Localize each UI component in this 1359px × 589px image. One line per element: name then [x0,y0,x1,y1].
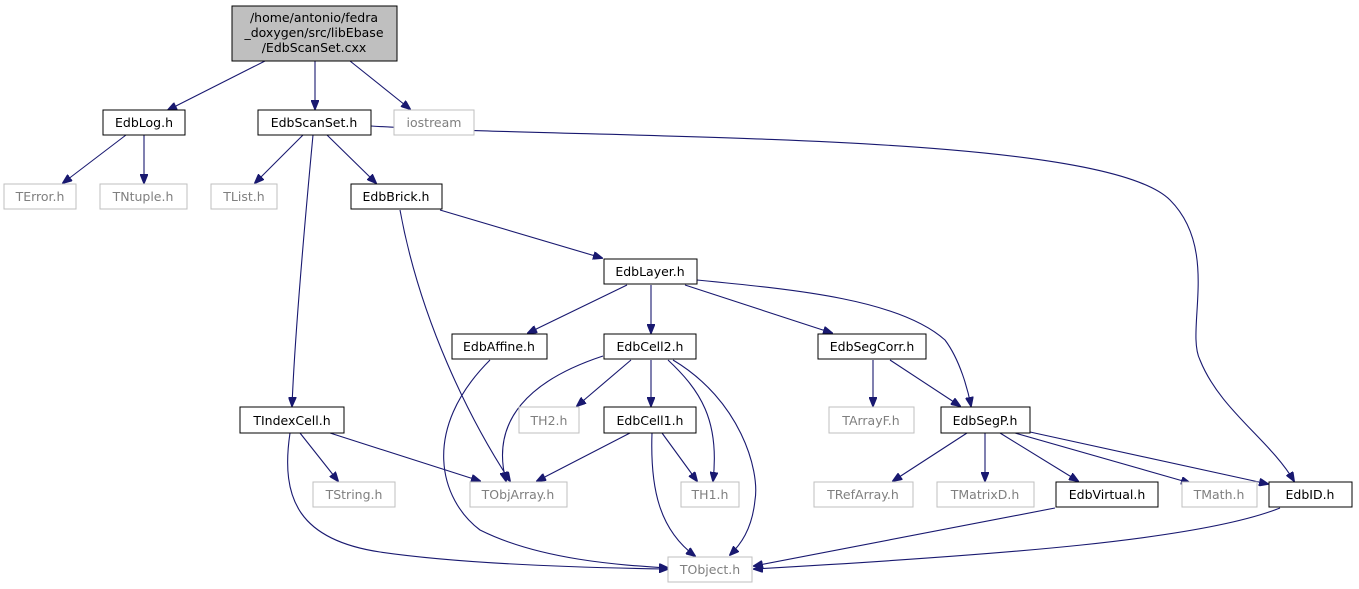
edge-edbaffine-tobject [443,359,668,568]
node-tobjarray[interactable]: TObjArray.h [469,481,568,508]
edge-edbbrick-tobjarray [399,209,510,481]
node-label-th2: TH2.h [530,413,568,428]
edge-scanset-edbbrick [326,134,376,183]
node-edblog[interactable]: EdbLog.h [102,109,186,136]
edge-edbcell1-th1 [661,432,697,481]
edge-edbcell1-tobject [651,432,695,556]
edge-edbcell2-th1 [667,359,714,481]
edges [63,60,1294,569]
node-label-edbvirtual: EdbVirtual.h [1069,487,1146,502]
node-edblayer[interactable]: EdbLayer.h [603,258,698,285]
edge-edbcell2-tobjarray [503,355,604,481]
edge-scanset-tlist [255,134,304,183]
node-label-edbbrick: EdbBrick.h [363,189,430,204]
edge-edbcell2-th2 [577,359,632,406]
edge-edbcell1-tobjarray [537,432,631,481]
node-label-edbid: EdbID.h [1286,487,1335,502]
node-tmath[interactable]: TMath.h [1181,481,1258,508]
node-label-edbcell1: EdbCell1.h [617,413,684,428]
node-tmatrixd[interactable]: TMatrixD.h [936,481,1035,508]
node-terror[interactable]: TError.h [3,183,77,210]
edge-edbsegp-tmath [1014,432,1190,483]
root-label-line-1: /home/antonio/fedra [250,10,378,25]
edge-edbcell2-tobject [672,359,757,555]
node-label-terror: TError.h [15,189,65,204]
node-label-tntuple: TNtuple.h [112,189,174,204]
node-label-tobjarray: TObjArray.h [481,487,555,502]
edge-tindexcell-tobject [287,432,668,569]
edge-scanset-edbid [370,125,1294,481]
node-label-tlist: TList.h [222,189,264,204]
node-label-edbscanset: EdbScanSet.h [271,115,358,130]
edge-root-edblog [168,60,266,110]
node-label-edbaffine: EdbAffine.h [463,339,535,354]
edge-root-iostream [349,60,410,109]
node-tobject[interactable]: TObject.h [667,556,753,583]
edge-edbid-tobject [754,507,1281,569]
node-label-trefarray: TRefArray.h [826,487,899,502]
node-label-tmath: TMath.h [1193,487,1245,502]
root-node[interactable]: /home/antonio/fedra _doxygen/src/libEbas… [231,5,398,62]
edge-tindexcell-tstring [299,432,338,481]
node-label-tmatrixd: TMatrixD.h [950,487,1020,502]
edge-edblayer-edbsegcorr [684,284,832,333]
edge-edbsegp-edbid [1029,431,1268,484]
edge-edbvirtual-tobject [754,507,1056,566]
node-edbid[interactable]: EdbID.h [1268,481,1353,508]
node-label-edbsegp: EdbSegP.h [953,413,1018,428]
edge-edbsegp-edbvirtual [999,432,1078,481]
node-label-tindexcell: TIndexCell.h [252,413,330,428]
root-label-line-3: /EdbScanSet.cxx [262,40,367,55]
node-label-iostream: iostream [407,115,462,130]
node-edbcell2[interactable]: EdbCell2.h [603,333,697,360]
node-label-edbcell2: EdbCell2.h [617,339,684,354]
node-label-tstring: TString.h [325,487,383,502]
root-label-line-2: _doxygen/src/libEbase [243,25,383,40]
node-label-edblog: EdbLog.h [115,115,173,130]
node-edbbrick[interactable]: EdbBrick.h [350,183,443,210]
node-edbscanset[interactable]: EdbScanSet.h [257,109,372,136]
node-tstring[interactable]: TString.h [312,481,396,508]
node-th2[interactable]: TH2.h [518,406,580,434]
node-tntuple[interactable]: TNtuple.h [99,183,188,210]
node-edbcell1[interactable]: EdbCell1.h [603,406,697,434]
edge-edblog-terror [63,134,127,183]
node-iostream[interactable]: iostream [393,109,475,136]
edge-edbsegcorr-edbsegp [889,359,960,406]
node-tarrayf[interactable]: TArrayF.h [828,406,915,434]
node-label-tarrayf: TArrayF.h [841,413,899,428]
edge-edbsegp-trefarray [893,432,968,481]
node-trefarray[interactable]: TRefArray.h [813,481,914,508]
node-label-tobject: TObject.h [679,562,740,577]
node-edbaffine[interactable]: EdbAffine.h [451,333,548,360]
edge-edblayer-edbsegp [696,279,971,406]
edge-edblayer-edbaffine [528,284,628,333]
edge-tindexcell-tobjarray [329,432,480,481]
edge-scanset-tindexcell [292,134,314,406]
node-th1[interactable]: TH1.h [680,481,740,508]
node-tindexcell[interactable]: TIndexCell.h [239,406,345,434]
node-edbsegp[interactable]: EdbSegP.h [940,406,1031,434]
node-tlist[interactable]: TList.h [210,183,278,210]
node-label-th1: TH1.h [691,487,729,502]
node-label-edbsegcorr: EdbSegCorr.h [830,339,915,354]
edge-edbbrick-edblayer [439,209,602,258]
node-edbvirtual[interactable]: EdbVirtual.h [1055,481,1159,508]
node-edbsegcorr[interactable]: EdbSegCorr.h [817,333,927,360]
node-label-edblayer: EdbLayer.h [615,264,684,279]
